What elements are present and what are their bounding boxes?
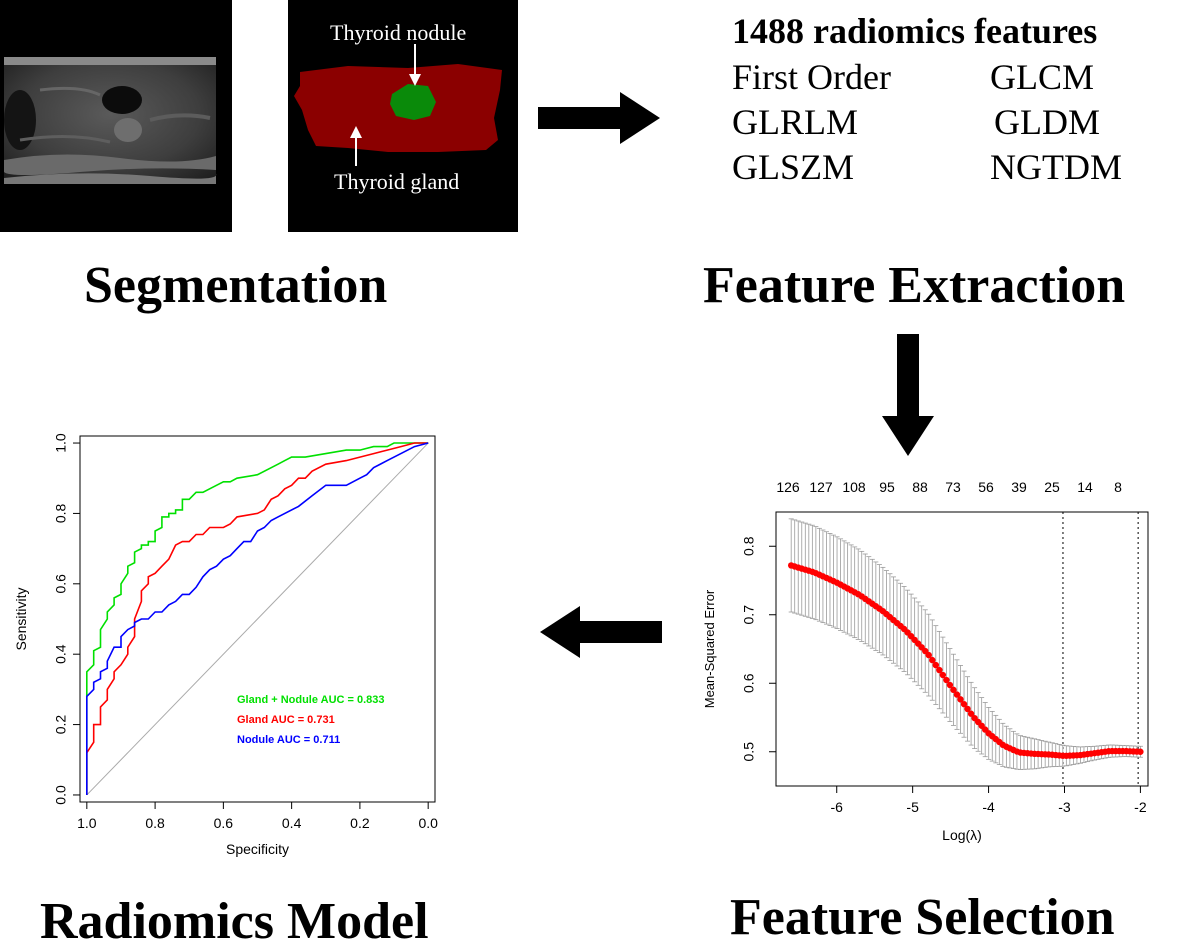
x-tick-label: 0.4 (282, 815, 302, 831)
arrow-down-icon (882, 334, 934, 456)
roc-curve-series-1 (86, 442, 429, 795)
mse-point (936, 666, 943, 674)
top-axis-label: 14 (1077, 479, 1093, 495)
arrow-right-icon (538, 92, 660, 144)
mse-point (960, 700, 968, 708)
x-tick-label: 0.8 (145, 815, 165, 831)
arrow-left-icon (540, 606, 662, 658)
y-tick-label: 0.2 (53, 715, 69, 735)
roc-chart: 1.0 0.8 0.6 0.4 0.2 0.0 0.0 0.2 0.4 0.6 0.8 1.0Spec… (13, 433, 438, 857)
top-axis-label: 8 (1114, 479, 1122, 495)
mse-point (1137, 748, 1144, 755)
y-tick-label: 0.6 (53, 574, 69, 594)
x-tick-label: -2 (1134, 799, 1147, 815)
legend-entry: Nodule AUC = 0.711 (237, 734, 340, 746)
features-heading: 1488 radiomics features (732, 11, 1098, 51)
feature-class-ngtdm: NGTDM (990, 147, 1122, 187)
top-axis-label: 126 (776, 479, 800, 495)
top-axis-label: 127 (809, 479, 833, 495)
ultrasound-image (0, 0, 232, 232)
x-axis-label: Log(λ) (942, 827, 982, 843)
radiomics-model-title: Radiomics Model (40, 893, 429, 950)
thyroid-nodule-region (390, 84, 436, 120)
mse-point (939, 671, 947, 679)
x-tick-label: -4 (982, 799, 995, 815)
roc-curve-series-2 (86, 442, 429, 795)
feature-class-first-order: First Order (732, 57, 891, 97)
top-axis-label: 39 (1011, 479, 1027, 495)
y-tick-label: 0.6 (741, 673, 757, 693)
segmentation-mask-image: Thyroid nodule Thyroid gland (288, 0, 518, 232)
feature-extraction-title: Feature Extraction (703, 257, 1126, 314)
top-axis-label: 73 (945, 479, 961, 495)
mse-point (932, 661, 940, 669)
x-tick-label: -5 (906, 799, 919, 815)
segmentation-title: Segmentation (84, 257, 388, 314)
top-axis-label: 25 (1044, 479, 1060, 495)
y-tick-label: 0.5 (741, 742, 757, 762)
mse-point (957, 696, 964, 703)
feature-class-glcm: GLCM (990, 57, 1095, 97)
y-tick-label: 0.0 (53, 785, 69, 805)
mse-point (967, 710, 975, 717)
top-axis-label: 56 (978, 479, 994, 495)
y-tick-label: 0.8 (741, 536, 757, 556)
x-tick-label: 1.0 (77, 815, 97, 831)
y-tick-label: 0.7 (741, 605, 757, 625)
x-tick-label: -6 (831, 799, 844, 815)
roc-curve-series-3 (86, 442, 429, 795)
x-tick-label: 0.2 (350, 815, 370, 831)
y-axis-label: Sensitivity (13, 587, 29, 650)
thyroid-nodule-label: Thyroid nodule (330, 20, 467, 45)
y-tick-label: 1.0 (53, 433, 69, 453)
feature-class-glrlm: GLRLM (732, 102, 858, 142)
mse-point (953, 691, 961, 698)
plot-frame (775, 511, 1149, 787)
x-tick-label: -3 (1058, 799, 1071, 815)
mse-point (925, 651, 932, 659)
legend-entry: Gland + Nodule AUC = 0.833 (237, 694, 385, 706)
y-tick-label: 0.8 (53, 503, 69, 523)
mse-point (929, 656, 936, 664)
y-axis-label: Mean-Squared Error (702, 589, 717, 708)
x-tick-label: 0.6 (214, 815, 234, 831)
mse-point (950, 686, 957, 694)
feature-class-glszm: GLSZM (732, 147, 855, 187)
diagonal-reference-line (86, 442, 429, 796)
mse-point (943, 676, 950, 684)
feature-class-gldm: GLDM (994, 102, 1100, 142)
y-tick-label: 0.4 (53, 644, 69, 664)
x-axis-label: Specificity (226, 841, 289, 857)
mse-point (964, 705, 971, 713)
x-tick-label: 0.0 (418, 815, 438, 831)
legend-entry: Gland AUC = 0.731 (237, 714, 335, 726)
feature-selection-title: Feature Selection (730, 889, 1115, 946)
plot-frame (79, 435, 436, 803)
thyroid-gland-label: Thyroid gland (334, 169, 460, 194)
top-axis-label: 95 (879, 479, 895, 495)
top-axis-label: 88 (912, 479, 928, 495)
mse-point (946, 681, 954, 689)
top-axis-label: 108 (842, 479, 866, 495)
